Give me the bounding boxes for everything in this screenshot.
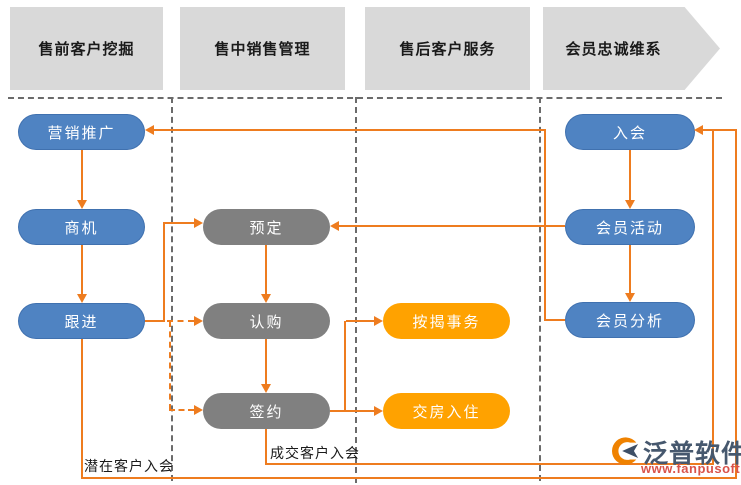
arrowhead-opportunity-to-follow bbox=[77, 294, 87, 303]
fanpu-logo-brand: 泛普软件 bbox=[643, 440, 741, 468]
header-insale-label: 售中销售管理 bbox=[214, 41, 311, 58]
edge-potential-v1 bbox=[81, 339, 83, 479]
edge-sign-to-handover-h bbox=[330, 410, 374, 412]
arrowhead-analysis-to-marketing bbox=[145, 125, 154, 135]
edge-feed-join-h bbox=[703, 129, 737, 131]
lane-divider-horizontal bbox=[8, 97, 722, 99]
header-aftersale-label: 售后客户服务 bbox=[399, 41, 496, 58]
edge-label-potential: 潜在客户入会 bbox=[84, 458, 174, 474]
header-loyalty: 会员忠诚维系 bbox=[543, 7, 720, 90]
arrowhead-marketing-to-opportunity bbox=[77, 200, 87, 209]
node-subscribe: 认购 bbox=[203, 303, 330, 339]
node-join: 入会 bbox=[565, 114, 695, 150]
node-activity: 会员活动 bbox=[565, 209, 695, 245]
node-join-label: 入会 bbox=[612, 124, 647, 142]
arrow-opportunity-to-follow bbox=[81, 245, 83, 294]
arrowhead-reserve-to-subscribe bbox=[261, 294, 271, 303]
node-analysis: 会员分析 bbox=[565, 302, 695, 338]
edge-follow-to-sign-dashed-h bbox=[169, 409, 194, 411]
edge-follow-to-subscribe-dashed bbox=[167, 320, 194, 322]
node-opportunity: 商机 bbox=[18, 209, 145, 245]
node-sign-label: 签约 bbox=[249, 403, 284, 421]
arrowhead-sign-to-mortgage bbox=[374, 316, 383, 326]
arrowhead-sign-to-handover bbox=[374, 406, 383, 416]
edge-potential-v2 bbox=[735, 130, 737, 479]
node-reserve: 预定 bbox=[203, 209, 330, 245]
node-marketing-label: 营销推广 bbox=[47, 124, 116, 142]
edge-deal-v1 bbox=[265, 429, 267, 465]
edge-sign-to-mortgage-v bbox=[344, 321, 346, 411]
header-insale: 售中销售管理 bbox=[180, 7, 345, 90]
node-handover: 交房入住 bbox=[383, 393, 510, 429]
fanpu-logo-icon bbox=[611, 437, 639, 465]
node-analysis-label: 会员分析 bbox=[595, 312, 664, 330]
arrowhead-follow-to-subscribe bbox=[194, 316, 203, 326]
node-follow-label: 跟进 bbox=[64, 313, 99, 331]
lane-divider-2 bbox=[355, 97, 357, 483]
node-subscribe-label: 认购 bbox=[249, 313, 284, 331]
node-mortgage-label: 按揭事务 bbox=[412, 313, 481, 331]
arrowhead-into-join bbox=[694, 125, 703, 135]
node-follow: 跟进 bbox=[18, 303, 145, 339]
edge-follow-to-sign-dashed-v bbox=[169, 321, 171, 410]
edge-analysis-to-marketing-h2 bbox=[154, 129, 545, 131]
arrow-subscribe-to-sign bbox=[265, 339, 267, 385]
edge-follow-to-reserve-h1 bbox=[145, 320, 165, 322]
arrowhead-subscribe-to-sign bbox=[261, 384, 271, 393]
edge-follow-to-reserve-v bbox=[163, 222, 165, 322]
header-loyalty-label: 会员忠诚维系 bbox=[565, 41, 662, 58]
arrowhead-follow-to-sign bbox=[194, 405, 203, 415]
header-presale: 售前客户挖掘 bbox=[10, 7, 163, 90]
arrow-activity-to-analysis bbox=[629, 245, 631, 294]
edge-label-deal: 成交客户入会 bbox=[270, 445, 360, 461]
edge-potential-h bbox=[81, 477, 737, 479]
edge-activity-to-reserve bbox=[339, 225, 565, 227]
lane-divider-3 bbox=[539, 97, 541, 481]
arrow-marketing-to-opportunity bbox=[81, 150, 83, 201]
header-presale-label: 售前客户挖掘 bbox=[38, 41, 135, 58]
edge-follow-to-reserve-h2 bbox=[165, 222, 195, 224]
arrow-reserve-to-subscribe bbox=[265, 245, 267, 295]
arrowhead-activity-to-analysis bbox=[625, 293, 635, 302]
edge-analysis-to-marketing-h1 bbox=[545, 319, 565, 321]
node-mortgage: 按揭事务 bbox=[383, 303, 510, 339]
node-marketing: 营销推广 bbox=[18, 114, 145, 150]
node-opportunity-label: 商机 bbox=[64, 219, 99, 237]
edge-deal-v2 bbox=[712, 130, 714, 465]
node-activity-label: 会员活动 bbox=[595, 219, 664, 237]
edge-sign-to-mortgage-h bbox=[346, 320, 374, 322]
node-reserve-label: 预定 bbox=[249, 219, 284, 237]
node-sign: 签约 bbox=[203, 393, 330, 429]
lane-divider-1 bbox=[171, 97, 173, 481]
header-aftersale: 售后客户服务 bbox=[365, 7, 530, 90]
edge-deal-h bbox=[265, 463, 714, 465]
node-handover-label: 交房入住 bbox=[412, 403, 481, 421]
arrow-join-to-activity bbox=[629, 150, 631, 201]
edge-analysis-to-marketing-v bbox=[544, 129, 546, 321]
fanpu-logo-site: www.fanpusoft.com bbox=[641, 461, 741, 476]
arrowhead-activity-to-reserve bbox=[330, 221, 339, 231]
arrowhead-join-to-activity bbox=[625, 200, 635, 209]
arrowhead-follow-to-reserve bbox=[194, 218, 203, 228]
